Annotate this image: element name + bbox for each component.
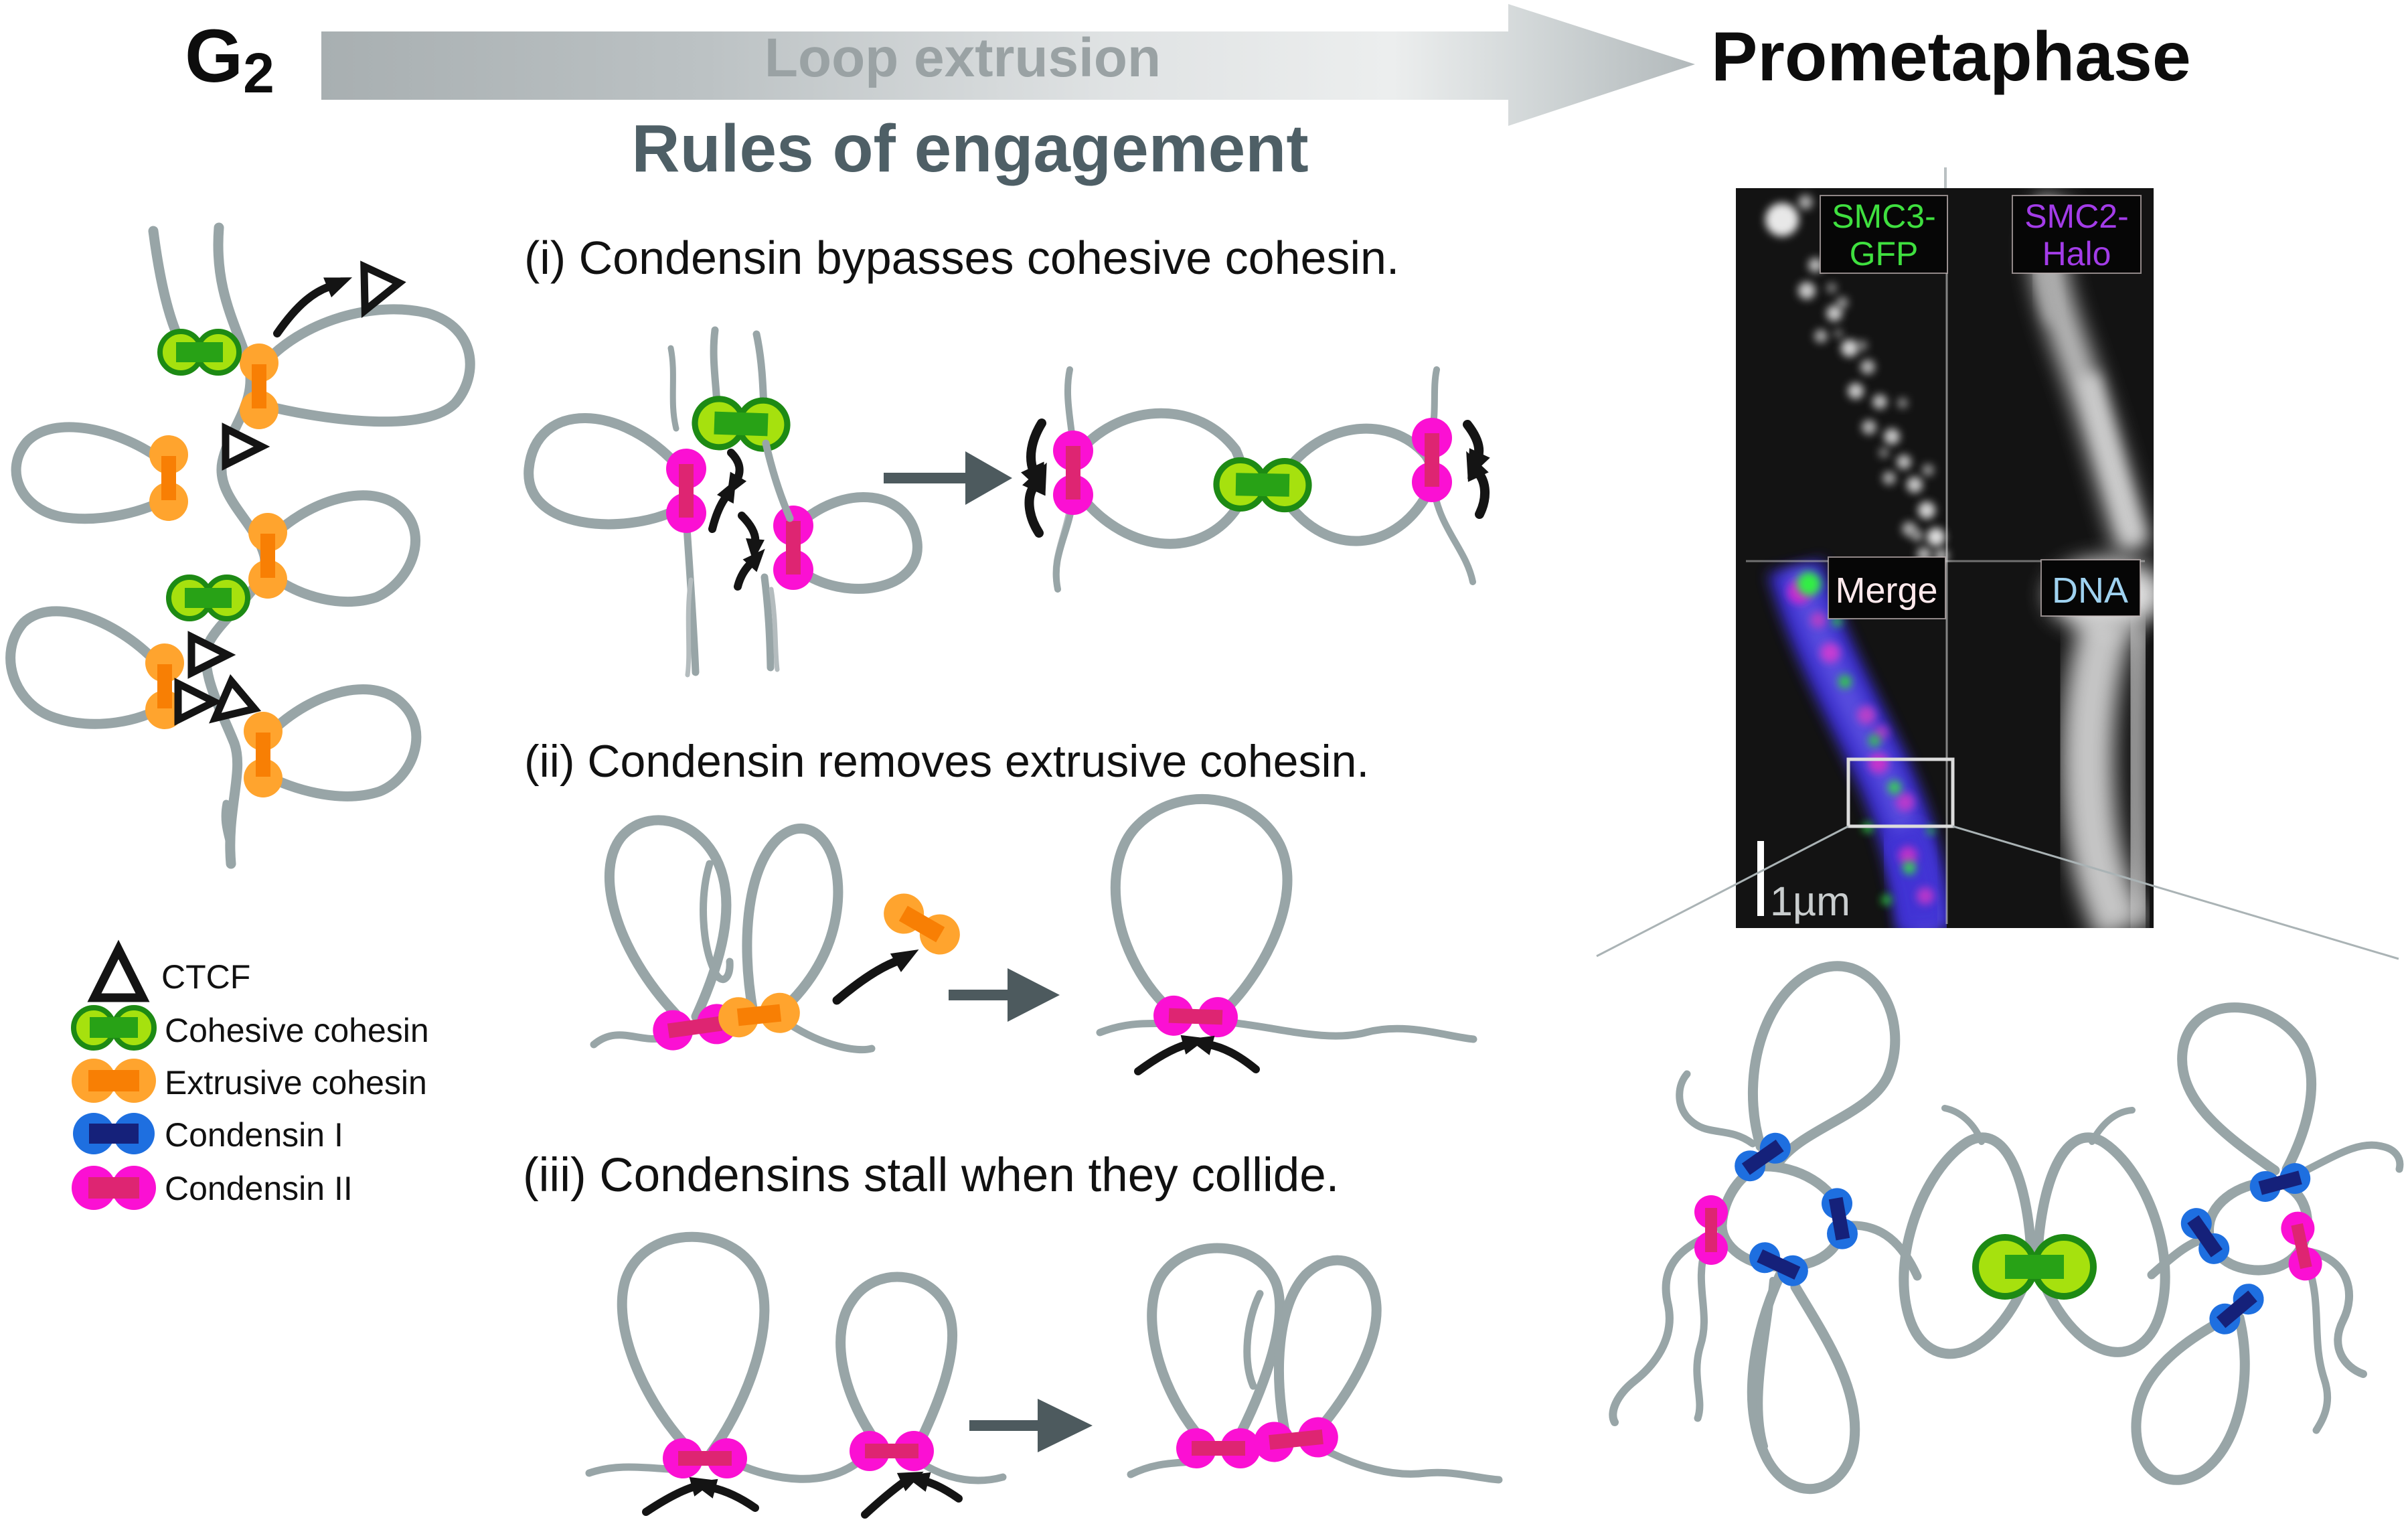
svg-text:(iii) Condensins stall when th: (iii) Condensins stall when they collide…	[523, 1149, 1339, 1202]
svg-text:(i) Condensin bypasses cohesiv: (i) Condensin bypasses cohesive cohesin.	[524, 232, 1399, 284]
svg-text:1µm: 1µm	[1770, 878, 1850, 924]
svg-text:CTCF: CTCF	[161, 958, 250, 996]
svg-text:SMC3-: SMC3-	[1832, 198, 1936, 235]
svg-text:Loop extrusion: Loop extrusion	[765, 27, 1161, 88]
svg-text:Merge: Merge	[1835, 570, 1937, 611]
svg-text:GFP: GFP	[1850, 235, 1919, 273]
svg-text:Condensin I: Condensin I	[165, 1116, 343, 1154]
svg-text:Prometaphase: Prometaphase	[1711, 18, 2191, 96]
svg-text:Condensin II: Condensin II	[165, 1170, 353, 1207]
svg-text:Cohesive cohesin: Cohesive cohesin	[165, 1012, 429, 1049]
svg-text:Halo: Halo	[2042, 235, 2111, 273]
svg-text:Rules of engagement: Rules of engagement	[631, 111, 1308, 186]
svg-text:SMC2-: SMC2-	[2024, 198, 2129, 235]
svg-text:(ii) Condensin removes extrusi: (ii) Condensin removes extrusive cohesin…	[524, 736, 1369, 787]
svg-text:DNA: DNA	[2052, 570, 2128, 611]
svg-text:Extrusive cohesin: Extrusive cohesin	[165, 1064, 427, 1101]
